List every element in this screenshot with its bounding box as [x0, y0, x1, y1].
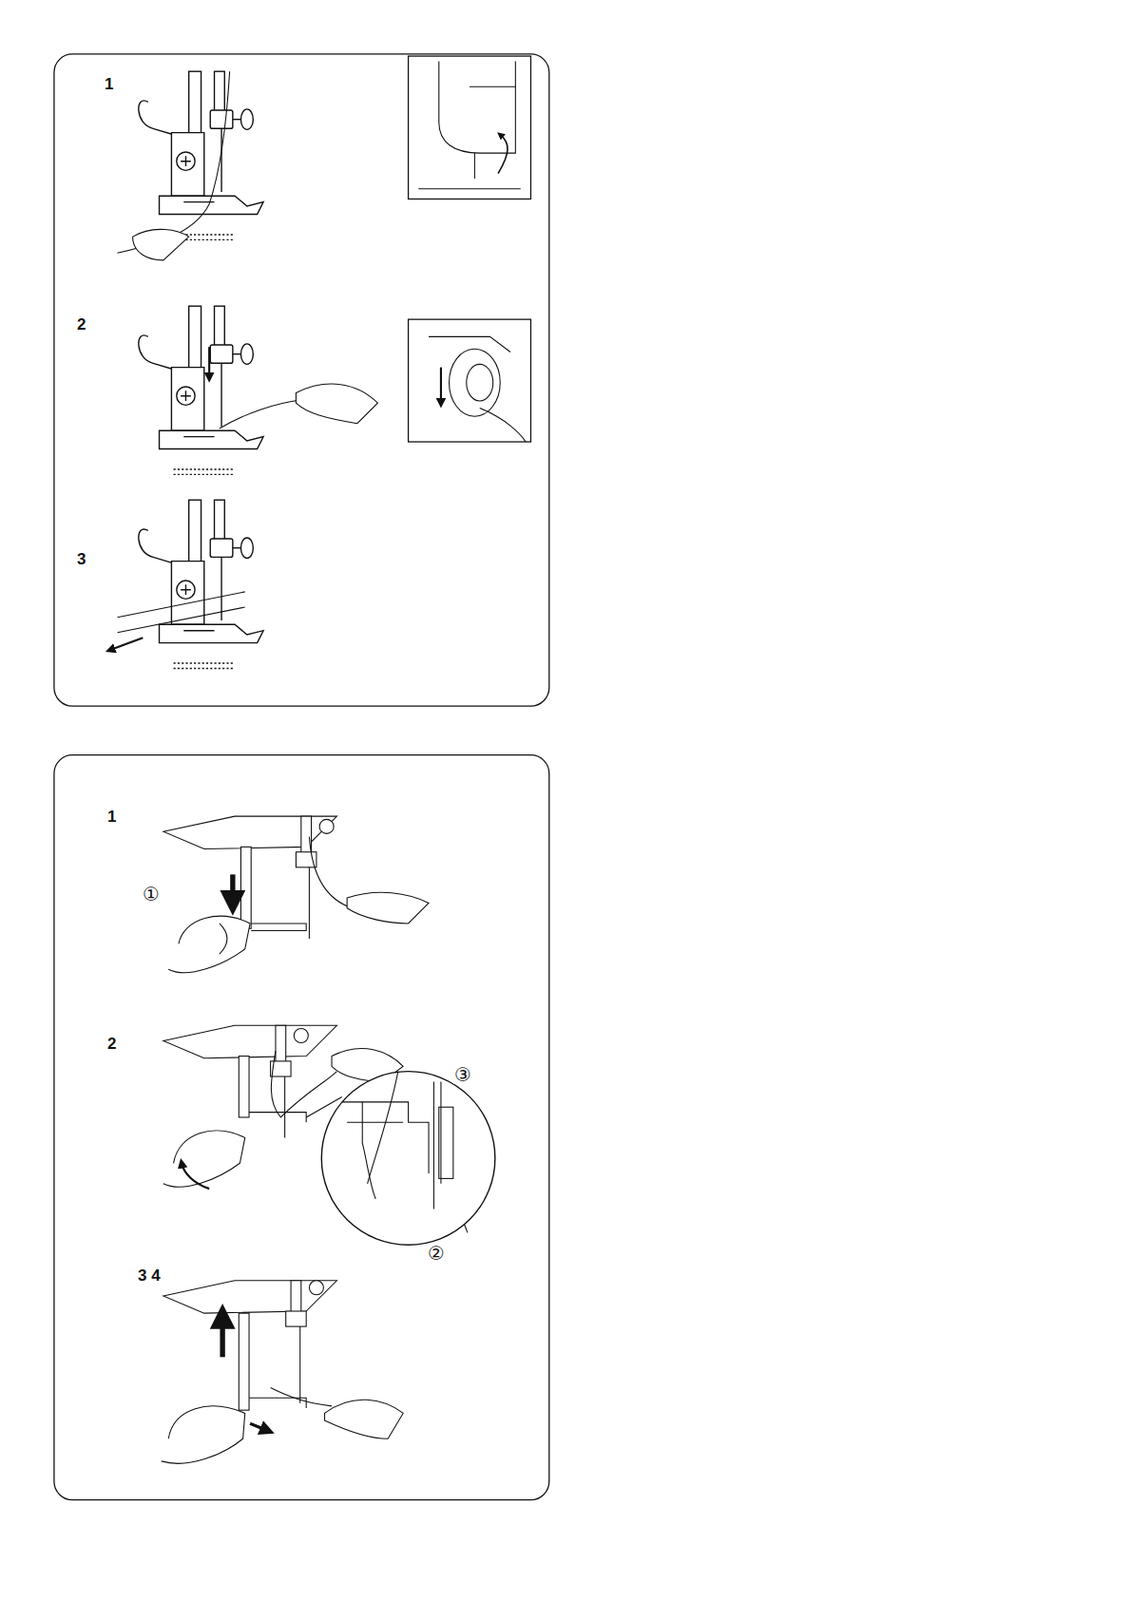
callout-number: ① [141, 884, 161, 904]
callout-number: ② [426, 1244, 446, 1264]
step-number: 3 4 [137, 1267, 161, 1285]
step-number: 1 [107, 808, 116, 826]
step-number: 3 [76, 551, 86, 568]
step-number: 2 [76, 316, 86, 333]
step-number: 1 [104, 76, 114, 93]
step-number: 2 [107, 1036, 116, 1053]
callout-number: ③ [453, 1065, 473, 1085]
